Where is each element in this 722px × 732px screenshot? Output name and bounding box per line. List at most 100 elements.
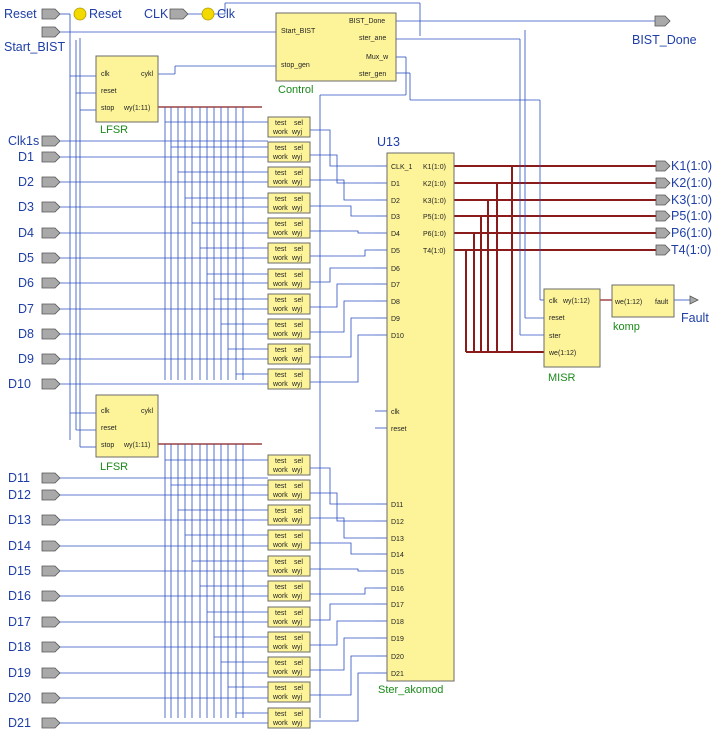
input-port-d3[interactable] — [41, 201, 61, 213]
control-block[interactable]: Start_BIST stop_gen BIST_Done ster_ane M… — [275, 12, 397, 82]
reset-input-port[interactable] — [41, 8, 61, 20]
mux-pin-wyj: wyj — [291, 644, 303, 651]
mux-pin-wyj: wyj — [291, 467, 303, 474]
input-port-d15[interactable] — [41, 565, 61, 577]
mux-pin-sel: sel — [294, 196, 303, 203]
mux-pin-work: work — [272, 517, 288, 524]
mux-pin-sel: sel — [294, 635, 303, 642]
ster-pin-d10: D10 — [391, 333, 404, 340]
mux-pin-work: work — [272, 205, 288, 212]
mux-pin-test: test — [275, 170, 286, 177]
ster-pin-d6: D6 — [391, 266, 400, 273]
mux-pin-wyj: wyj — [291, 720, 303, 727]
input-label-d4: D4 — [18, 226, 34, 240]
mux-pin-test: test — [275, 322, 286, 329]
input-port-d12[interactable] — [41, 489, 61, 501]
mux-pin-test: test — [275, 297, 286, 304]
input-port-d7[interactable] — [41, 303, 61, 315]
mux-pin-work: work — [272, 492, 288, 499]
input-port-d20[interactable] — [41, 692, 61, 704]
input-port-d10[interactable] — [41, 378, 61, 390]
output-label-k210: K2(1:0) — [671, 176, 712, 190]
input-port-d13[interactable] — [41, 514, 61, 526]
ster-pin-d9: D9 — [391, 316, 400, 323]
clk-input-port[interactable] — [169, 8, 189, 20]
input-label-d16: D16 — [8, 589, 31, 603]
input-port-d1[interactable] — [41, 151, 61, 163]
fault-output-marker[interactable] — [689, 295, 699, 305]
input-port-d2[interactable] — [41, 176, 61, 188]
input-port-d5[interactable] — [41, 252, 61, 264]
output-port-p510[interactable] — [655, 210, 671, 222]
output-port-k110[interactable] — [655, 160, 671, 172]
lfsr-block-2[interactable]: clk reset stop cykl wy(1:11) — [95, 394, 159, 458]
reset-probe-label: Reset — [89, 7, 122, 21]
input-port-d11[interactable] — [41, 472, 61, 484]
ster-akomod-block[interactable] — [386, 152, 455, 682]
lfsr1-pin-stop: stop — [101, 105, 114, 112]
mux-pin-wyj: wyj — [291, 381, 303, 388]
input-label-d21: D21 — [8, 716, 31, 730]
misr-block[interactable]: clk reset ster we(1:12) wy(1:12) — [543, 288, 601, 368]
input-port-d9[interactable] — [41, 353, 61, 365]
input-label-d19: D19 — [8, 666, 31, 680]
ster-pin-k210: K2(1:0) — [423, 181, 446, 188]
misr-pin-we: we(1:12) — [548, 350, 576, 357]
input-label-d2: D2 — [18, 175, 34, 189]
clk-label: CLK — [144, 7, 169, 21]
output-label-p610: P6(1:0) — [671, 226, 712, 240]
input-port-clk1s[interactable] — [41, 135, 61, 147]
mux-pin-wyj: wyj — [291, 669, 303, 676]
input-port-d4[interactable] — [41, 227, 61, 239]
mux-pin-test: test — [275, 508, 286, 515]
input-port-d6[interactable] — [41, 277, 61, 289]
wire-layer — [60, 2, 690, 724]
output-port-k310[interactable] — [655, 194, 671, 206]
komp-block[interactable]: we(1:12) fault — [611, 284, 675, 318]
input-port-d21[interactable] — [41, 717, 61, 729]
input-port-d19[interactable] — [41, 667, 61, 679]
mux-pin-wyj: wyj — [291, 619, 303, 626]
lfsr1-pin-cykl: cykl — [141, 71, 154, 78]
mux-pin-wyj: wyj — [291, 542, 303, 549]
misr-name: MISR — [548, 372, 576, 384]
start-bist-port[interactable] — [41, 26, 61, 38]
output-port-p610[interactable] — [655, 227, 671, 239]
misr-pin-wy: wy(1:12) — [562, 298, 590, 305]
input-port-d16[interactable] — [41, 590, 61, 602]
input-port-d17[interactable] — [41, 616, 61, 628]
output-port-t410[interactable] — [655, 244, 671, 256]
output-port-k210[interactable] — [655, 177, 671, 189]
ster-pin-d13: D13 — [391, 536, 404, 543]
ster-pin-d4: D4 — [391, 231, 400, 238]
input-port-d18[interactable] — [41, 641, 61, 653]
input-port-d14[interactable] — [41, 540, 61, 552]
bist-done-port[interactable] — [654, 15, 671, 27]
lfsr-block-1[interactable]: clk reset stop cykl wy(1:11) — [95, 55, 159, 123]
input-port-d8[interactable] — [41, 328, 61, 340]
mux-pin-sel: sel — [294, 483, 303, 490]
ster-name: Ster_akomod — [378, 684, 443, 696]
